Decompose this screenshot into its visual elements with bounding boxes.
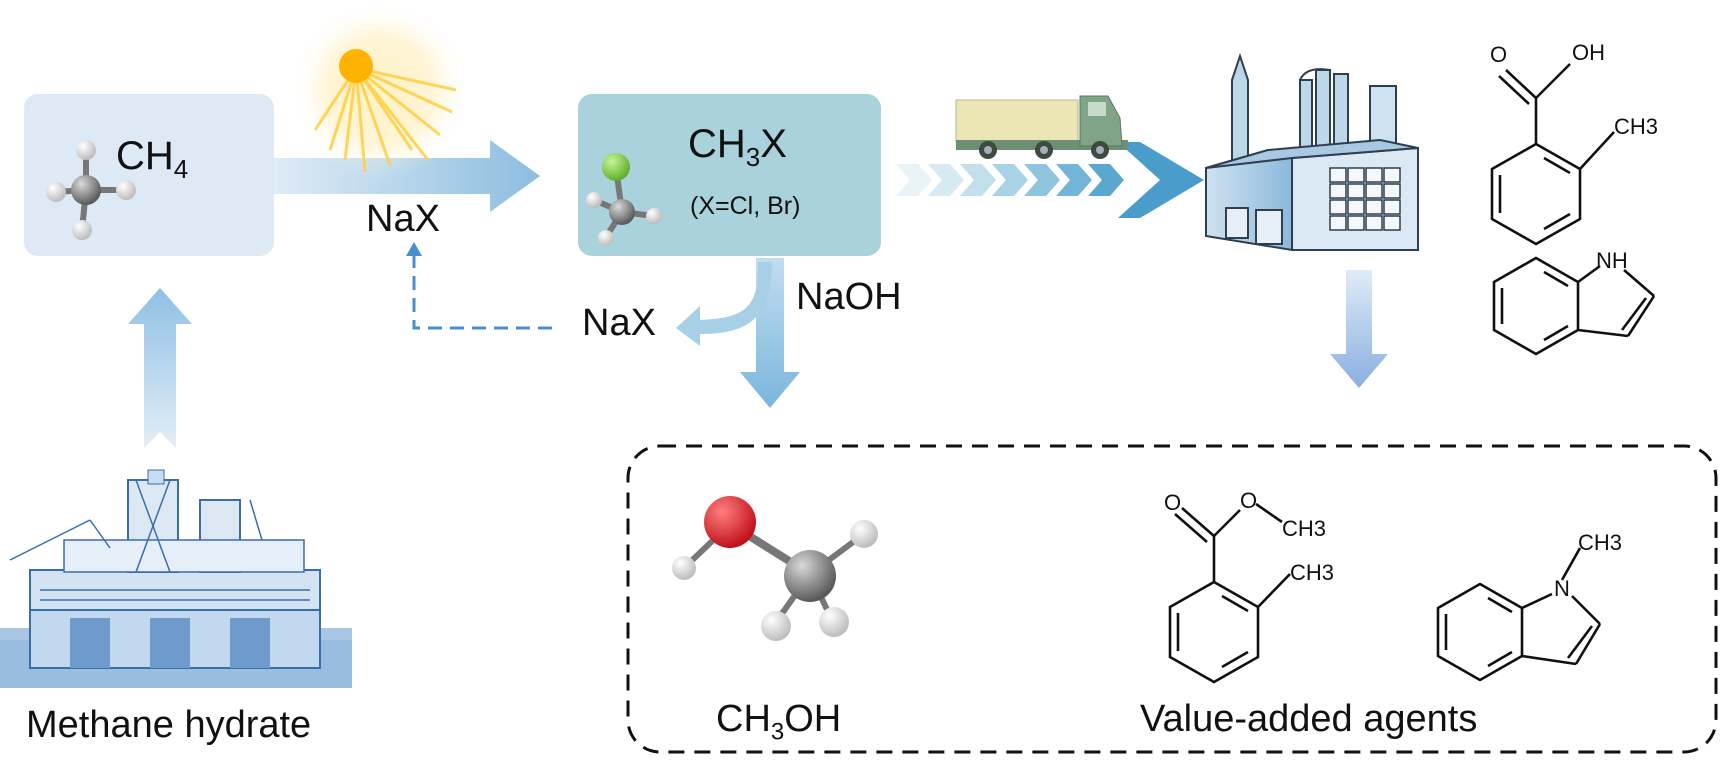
arrow-factory-down bbox=[1330, 270, 1388, 388]
methane-molecule-icon bbox=[46, 140, 136, 240]
products-dashed-box bbox=[626, 444, 1718, 754]
chevron-arrow-icon bbox=[896, 142, 1204, 218]
ch3x-note: (X=Cl, Br) bbox=[690, 192, 801, 220]
n-methylindole-structure bbox=[1436, 547, 1602, 682]
ch3x-label: CH3X bbox=[688, 122, 787, 172]
arrow-ch3x-down bbox=[676, 258, 800, 408]
offshore-platform-icon bbox=[0, 469, 352, 688]
value-added-agents-label: Value-added agents bbox=[1140, 698, 1478, 740]
toluic-acid-oh-label: OH bbox=[1572, 40, 1605, 65]
indole-nh-label: NH bbox=[1596, 248, 1628, 273]
factory-icon bbox=[1205, 52, 1419, 252]
methyl-toluate-ester-o-label: O bbox=[1240, 488, 1257, 513]
methyl-halide-molecule-icon bbox=[586, 153, 662, 246]
nax-top-label: NaX bbox=[366, 198, 440, 240]
truck-icon bbox=[955, 95, 1128, 159]
n-methylindole-n-label: N bbox=[1554, 576, 1570, 601]
toluic-acid-o-label: O bbox=[1490, 42, 1507, 67]
n-methylindole-ch3-label: CH3 bbox=[1578, 530, 1622, 555]
methyl-toluate-ester-ch3-label: CH3 bbox=[1282, 516, 1326, 541]
arrow-hydrate-to-ch4 bbox=[128, 288, 192, 448]
sun-icon bbox=[290, 0, 470, 180]
ch4-box bbox=[24, 94, 274, 256]
methyl-toluate-structure bbox=[1168, 502, 1291, 684]
naoh-label: NaOH bbox=[796, 276, 902, 318]
toluic-acid-ch3-label: CH3 bbox=[1614, 114, 1658, 139]
methyl-toluate-o-label: O bbox=[1164, 490, 1181, 515]
ch3oh-label: CH3OH bbox=[716, 698, 842, 746]
indole-structure bbox=[1492, 256, 1656, 356]
methyl-toluate-ch3-label: CH3 bbox=[1290, 560, 1334, 585]
methanol-molecule-icon bbox=[672, 496, 878, 641]
methane-hydrate-label: Methane hydrate bbox=[26, 704, 312, 746]
nax-recycle-dashed-arrow bbox=[406, 242, 552, 330]
nax-recycle-label: NaX bbox=[582, 302, 656, 344]
ch4-label: CH4 bbox=[116, 134, 189, 184]
toluic-acid-structure bbox=[1490, 63, 1615, 246]
